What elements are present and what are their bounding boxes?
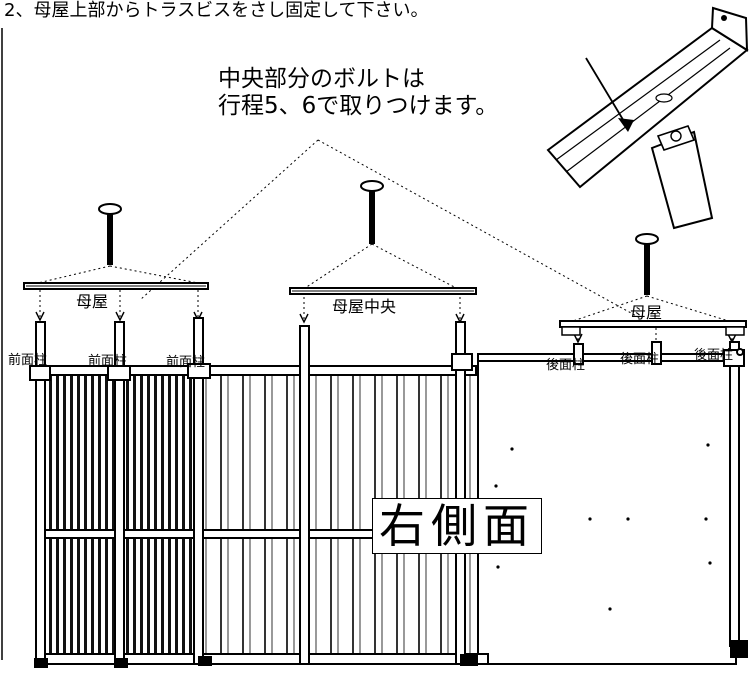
post-brackets [29,348,745,381]
beam-label-center: 母屋中央 [332,297,397,316]
purlin-beam-center [289,287,477,295]
beam-detail-inset [546,6,749,230]
bolt-note: 中央部分のボルトは 行程5、6で取りつけます。 [218,66,498,120]
truss-screw-right [635,233,659,295]
front-panel-slats-right [119,371,203,663]
post-feet [34,640,748,668]
rear-post-label-3: 後面柱 [694,348,734,363]
purlin-beam-left [23,282,209,290]
beam-label-right: 母屋 [630,303,663,322]
beam-label-left: 母屋 [76,292,109,311]
purlin-beam-right [559,320,747,336]
front-panel-slats-left [39,371,123,663]
front-post-label-2: 前面柱 [88,354,128,369]
front-post-label-1: 前面柱 [8,353,48,368]
side-name-label: 右側面 [372,498,542,554]
panel-screw-dots [494,443,712,611]
truss-screw-center [360,180,384,244]
bolt-note-line-2: 行程5、6で取りつけます。 [218,93,499,119]
step-instruction: 2、母屋上部からトラスビスをさし固定して下さい。 [4,0,429,21]
rear-post-label-1: 後面柱 [546,358,586,373]
front-post-label-3: 前面柱 [166,355,206,370]
bolt-note-line-1: 中央部分のボルトは [218,66,425,92]
rear-post-label-2: 後面柱 [620,352,660,367]
posts [35,317,740,665]
truss-screw-left [98,203,122,265]
note-leader-lines [139,139,641,319]
arrowheads [35,311,737,344]
